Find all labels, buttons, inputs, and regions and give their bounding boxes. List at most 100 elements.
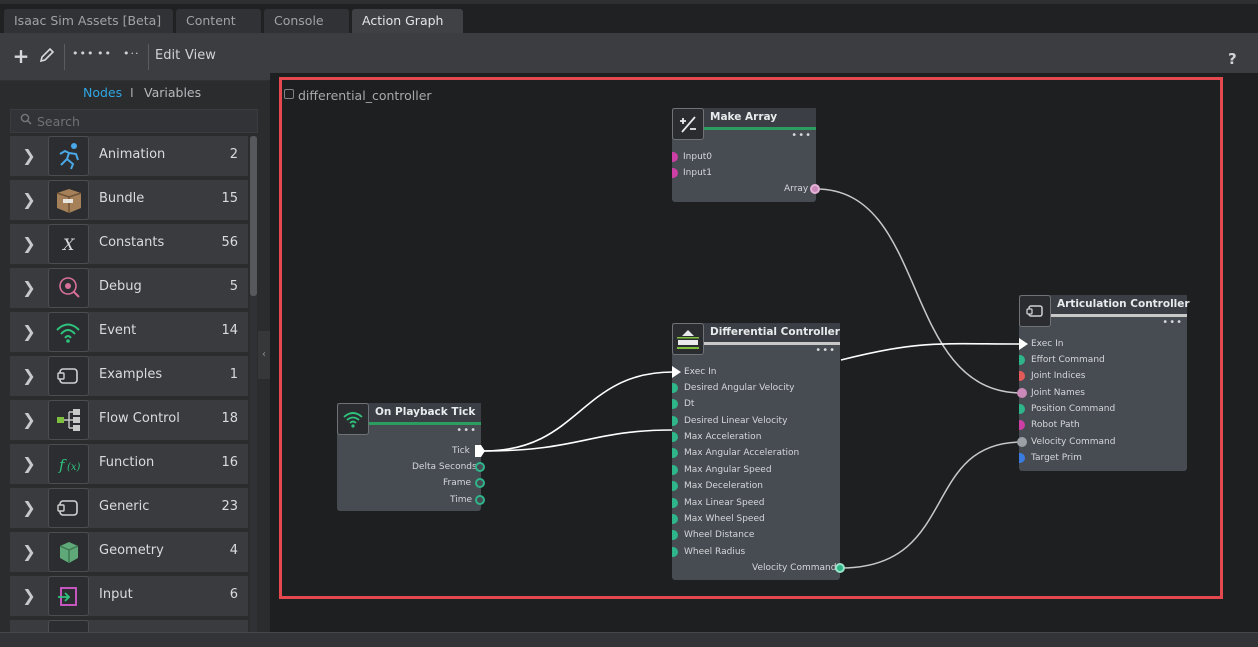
node-menu-dots[interactable]: •••: [456, 425, 477, 436]
node-menu-dots[interactable]: •••: [1162, 317, 1183, 328]
category-bundle[interactable]: ❯ Bundle 15: [10, 180, 248, 220]
pin-max-wheel-speed[interactable]: [672, 514, 678, 524]
category-label: Input: [99, 587, 133, 602]
pin-max-angular-acceleration[interactable]: [672, 448, 678, 458]
node-search-box[interactable]: [10, 109, 258, 133]
panel-splitter-handle[interactable]: ‹: [258, 331, 270, 379]
chevron-right-icon[interactable]: ❯: [22, 366, 36, 385]
category-count: 5: [229, 279, 238, 294]
chevron-right-icon[interactable]: ❯: [22, 234, 36, 253]
dots-icon-3[interactable]: •··: [123, 47, 140, 60]
pin-dt[interactable]: [672, 399, 678, 409]
node-menu-dots[interactable]: •••: [815, 345, 836, 356]
chevron-right-icon[interactable]: ❯: [22, 454, 36, 473]
chevron-right-icon[interactable]: ❯: [22, 190, 36, 209]
tab-isaac-sim-assets[interactable]: Isaac Sim Assets [Beta]: [4, 9, 173, 37]
velocity-command-output-pin[interactable]: [835, 563, 845, 573]
input0-pin[interactable]: [672, 152, 678, 162]
dots-icon-1[interactable]: •••: [72, 47, 95, 60]
array-output-pin[interactable]: [810, 184, 820, 194]
node-header: [337, 403, 481, 423]
search-input[interactable]: [37, 112, 247, 130]
pin-target-prim[interactable]: [1019, 453, 1025, 463]
tab-nodes[interactable]: Nodes: [83, 85, 123, 100]
category-event[interactable]: ❯ Event 14: [10, 312, 248, 352]
port-array: Array: [784, 184, 809, 194]
chevron-right-icon[interactable]: ❯: [22, 498, 36, 517]
node-differential-controller[interactable]: Differential Controller •••: [672, 323, 840, 580]
category-geometry[interactable]: ❯ Geometry 4: [10, 532, 248, 572]
articulation-exec-in-pin[interactable]: [1019, 338, 1028, 350]
frame-output-pin[interactable]: [475, 478, 485, 488]
category-count: 15: [221, 191, 238, 206]
node-title: Articulation Controller: [1057, 298, 1190, 310]
tab-console[interactable]: Console: [264, 9, 349, 37]
time-output-pin[interactable]: [475, 495, 485, 505]
pin-wheel-radius[interactable]: [672, 547, 678, 557]
pin-desired-linear-velocity[interactable]: [672, 416, 678, 426]
dots-icon-2[interactable]: ••: [97, 47, 112, 60]
node-title: Make Array: [710, 111, 778, 123]
category-next-partial[interactable]: [10, 620, 248, 632]
pin-max-acceleration[interactable]: [672, 432, 678, 442]
category-constants[interactable]: ❯ X Constants 56: [10, 224, 248, 264]
port-max-angular-acceleration: Max Angular Acceleration: [684, 448, 800, 458]
svg-text:f: f: [58, 456, 67, 474]
tab-variables[interactable]: Variables: [144, 85, 202, 100]
chevron-right-icon[interactable]: ❯: [22, 278, 36, 297]
category-label: Animation: [99, 147, 166, 162]
wireless-signal-icon: [48, 312, 89, 352]
pin-max-linear-speed[interactable]: [672, 498, 678, 508]
category-count: 4: [229, 543, 238, 558]
chevron-right-icon[interactable]: ❯: [22, 586, 36, 605]
category-function[interactable]: ❯ f(x) Function 16: [10, 444, 248, 484]
port-tick: Tick: [452, 446, 470, 456]
pin-wheel-distance[interactable]: [672, 530, 678, 540]
node-menu-dots[interactable]: •••: [791, 130, 812, 141]
chevron-right-icon[interactable]: ❯: [22, 542, 36, 561]
port-position-command: Position Command: [1031, 404, 1116, 414]
pin-position-command[interactable]: [1019, 404, 1025, 414]
category-input[interactable]: ❯ Input 6: [10, 576, 248, 616]
edit-menu[interactable]: Edit: [155, 48, 181, 63]
pin-joint-names[interactable]: [1017, 388, 1027, 398]
category-debug[interactable]: ❯ Debug 5: [10, 268, 248, 308]
pin-joint-indices[interactable]: [1019, 371, 1025, 381]
add-icon[interactable]: +: [12, 44, 30, 68]
tab-action-graph[interactable]: Action Graph: [352, 9, 463, 37]
category-examples[interactable]: ❯ Examples 1: [10, 356, 248, 396]
node-on-playback-tick[interactable]: On Playback Tick •••: [337, 403, 481, 511]
category-generic[interactable]: ❯ Generic 23: [10, 488, 248, 528]
help-icon[interactable]: ?: [1228, 50, 1237, 68]
chevron-right-icon[interactable]: ❯: [22, 146, 36, 165]
chevron-right-icon[interactable]: ❯: [22, 322, 36, 341]
node-articulation-controller[interactable]: Articulation Controller •••: [1019, 295, 1190, 471]
pin-max-deceleration[interactable]: [672, 481, 678, 491]
category-label: Function: [99, 455, 155, 470]
robot-controller-icon: [672, 323, 704, 355]
scrollbar-thumb[interactable]: [250, 136, 257, 296]
pin-max-angular-speed[interactable]: [672, 465, 678, 475]
port-desired-linear-velocity: Desired Linear Velocity: [684, 416, 788, 426]
pin-velocity-command[interactable]: [1017, 437, 1027, 447]
input1-pin[interactable]: [672, 168, 678, 178]
tab-content[interactable]: Content: [176, 9, 261, 37]
delta-seconds-output-pin[interactable]: [475, 462, 485, 472]
category-flow-control[interactable]: ❯ Flow Control 18: [10, 400, 248, 440]
chevron-right-icon[interactable]: ❯: [22, 410, 36, 429]
view-menu[interactable]: View: [185, 48, 216, 63]
node-make-array[interactable]: Make Array •••: [672, 108, 816, 202]
category-label: Examples: [99, 367, 163, 382]
library-scrollbar[interactable]: [250, 136, 257, 632]
pin-desired-angular-velocity[interactable]: [672, 383, 678, 393]
node-header: [672, 108, 816, 128]
edit-pencil-icon[interactable]: [38, 47, 56, 65]
node-header-accent: [672, 127, 816, 130]
pin-effort-command[interactable]: [1019, 355, 1025, 365]
category-animation[interactable]: ❯ Animation 2: [10, 136, 248, 176]
tick-exec-output-pin[interactable]: [475, 445, 485, 457]
diff-exec-in-pin[interactable]: [672, 366, 681, 378]
pin-robot-path[interactable]: [1019, 420, 1025, 430]
category-count: 56: [221, 235, 238, 250]
